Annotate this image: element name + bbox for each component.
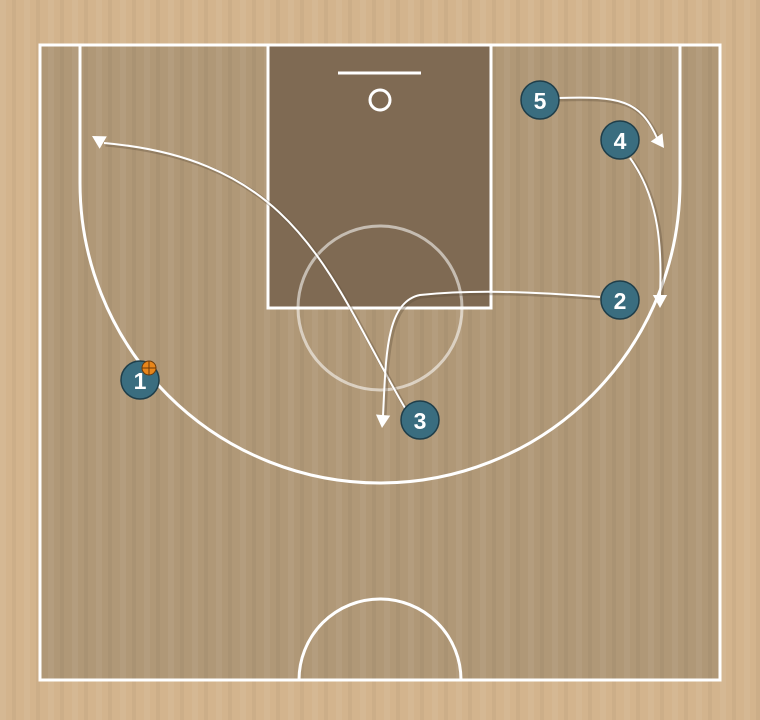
free-throw-circle <box>296 224 464 392</box>
movement-paths <box>92 96 668 428</box>
court-lines <box>38 43 722 682</box>
player-marker <box>400 400 440 440</box>
movement-path-player-5 <box>557 96 664 148</box>
center-circle <box>297 597 463 681</box>
three-point-arc <box>78 182 682 485</box>
arrowhead-icon <box>92 136 107 149</box>
player-number: 2 <box>614 288 627 314</box>
player-3: 3 <box>400 400 440 440</box>
player-number: 1 <box>134 368 147 394</box>
lane-line <box>266 43 493 310</box>
player-5: 5 <box>520 80 560 120</box>
player-marker <box>520 80 560 120</box>
movement-path-shadow <box>382 291 602 418</box>
player-4: 4 <box>600 120 640 160</box>
movement-path-line <box>629 157 662 297</box>
player-1: 1 <box>120 360 160 400</box>
movement-path-line <box>557 96 658 139</box>
rim <box>368 88 392 112</box>
movement-path-line <box>382 290 601 417</box>
arrowhead-icon <box>652 295 668 308</box>
player-marker <box>600 120 640 160</box>
arrowhead-icon <box>650 133 664 148</box>
arrowhead-icon <box>375 414 391 428</box>
player-2: 2 <box>600 280 640 320</box>
player-marker <box>600 280 640 320</box>
movement-path-player-4 <box>629 157 668 308</box>
player-number: 3 <box>414 408 427 434</box>
movement-path-player-3 <box>92 136 409 411</box>
movement-path-player-2 <box>375 290 602 428</box>
players: 1 2 3 4 5 <box>120 80 640 440</box>
player-number: 5 <box>534 88 547 114</box>
movement-path-line <box>103 142 406 409</box>
basketball-icon <box>141 360 157 376</box>
player-number: 4 <box>614 128 627 154</box>
paint-area <box>268 45 491 308</box>
